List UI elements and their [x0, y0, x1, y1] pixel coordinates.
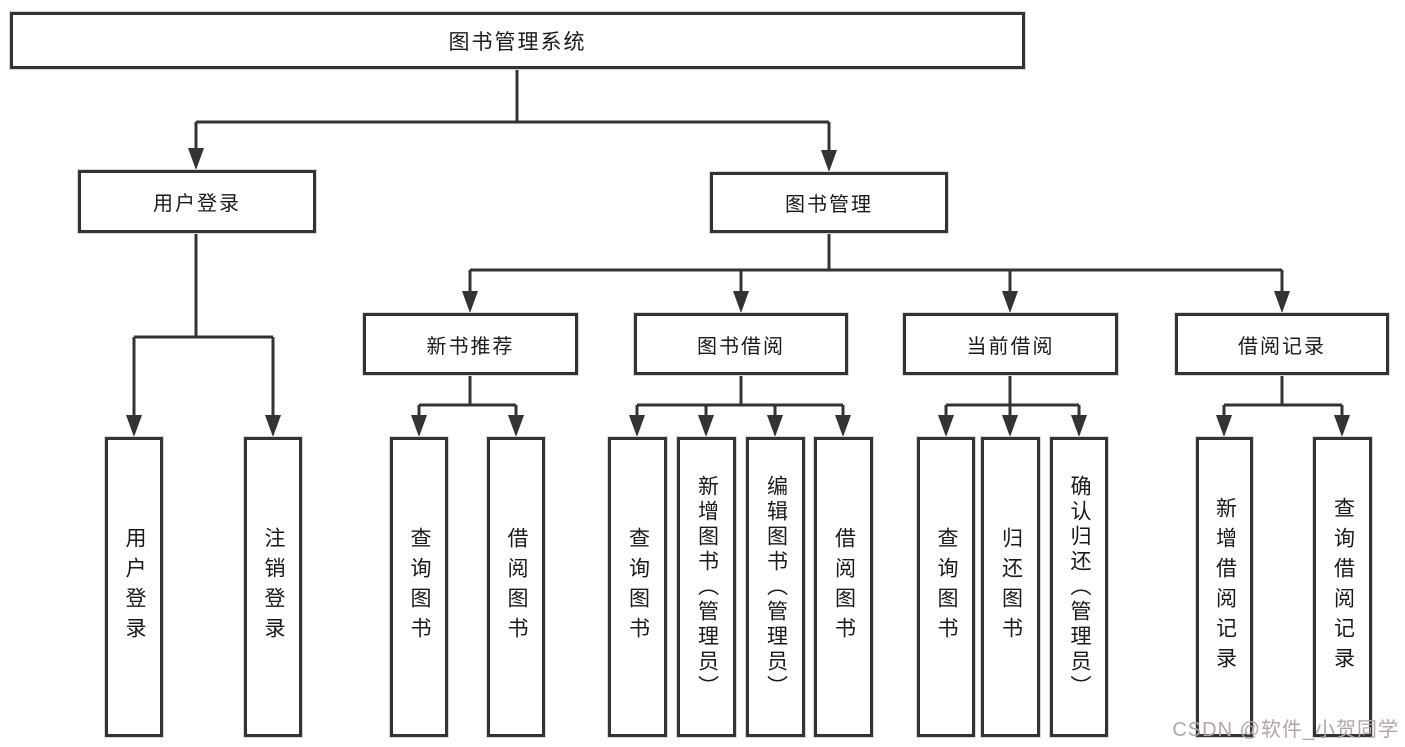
leaf-add-borrow-record: 新增借阅记录	[1196, 437, 1253, 737]
leaf-user-login: 用户登录	[105, 437, 163, 737]
node-user-login-label: 用户登录	[153, 193, 241, 215]
node-book-management: 图书管理	[710, 172, 948, 233]
leaf-add-book-admin-label: 新增图书（管理员）	[695, 474, 719, 700]
leaf-user-login-label: 用户登录	[123, 527, 146, 647]
node-current-borrowing: 当前借阅	[903, 313, 1118, 375]
node-user-login: 用户登录	[78, 170, 316, 233]
leaf-return-book: 归还图书	[981, 437, 1040, 737]
node-borrowing-records: 借阅记录	[1175, 313, 1389, 375]
leaf-query-books-borrow-label: 查询图书	[626, 527, 650, 647]
leaf-add-borrow-record-label: 新增借阅记录	[1213, 497, 1237, 677]
leaf-edit-book-admin: 编辑图书（管理员）	[746, 437, 805, 737]
leaf-borrow-books: 借阅图书	[814, 437, 873, 737]
leaf-borrow-books-recommend-label: 借阅图书	[505, 527, 528, 647]
node-root: 图书管理系统	[10, 12, 1025, 69]
leaf-query-books-recommend-label: 查询图书	[408, 527, 431, 647]
arrow-down-icons	[126, 148, 1350, 437]
watermark: CSDN @软件_小贺同学	[1172, 719, 1399, 741]
leaf-query-books-current-label: 查询图书	[935, 527, 958, 647]
leaf-logout: 注销登录	[244, 437, 302, 737]
leaf-query-borrow-record: 查询借阅记录	[1313, 437, 1372, 737]
node-current-borrowing-label: 当前借阅	[966, 335, 1055, 358]
leaf-borrow-books-recommend: 借阅图书	[487, 437, 545, 737]
leaf-query-books-recommend: 查询图书	[390, 437, 448, 737]
leaf-confirm-return-admin-label: 确认归还（管理员）	[1068, 474, 1091, 700]
leaf-query-borrow-record-label: 查询借阅记录	[1331, 497, 1355, 677]
leaf-return-book-label: 归还图书	[999, 527, 1023, 647]
node-root-label: 图书管理系统	[448, 30, 587, 54]
node-book-borrowing: 图书借阅	[634, 313, 848, 375]
node-new-book-recommendation-label: 新书推荐	[426, 335, 515, 358]
leaf-confirm-return-admin: 确认归还（管理员）	[1050, 437, 1108, 737]
leaf-borrow-books-label: 借阅图书	[832, 527, 856, 647]
leaf-query-books-borrow: 查询图书	[608, 437, 667, 737]
leaf-logout-label: 注销登录	[262, 527, 285, 647]
leaf-add-book-admin: 新增图书（管理员）	[677, 437, 736, 737]
leaf-edit-book-admin-label: 编辑图书（管理员）	[764, 474, 788, 700]
leaf-query-books-current: 查询图书	[917, 437, 975, 737]
connector-path	[132, 69, 1344, 417]
node-book-borrowing-label: 图书借阅	[697, 335, 785, 358]
node-borrowing-records-label: 借阅记录	[1238, 335, 1326, 358]
node-book-management-label: 图书管理	[785, 194, 873, 216]
node-new-book-recommendation: 新书推荐	[363, 313, 578, 375]
